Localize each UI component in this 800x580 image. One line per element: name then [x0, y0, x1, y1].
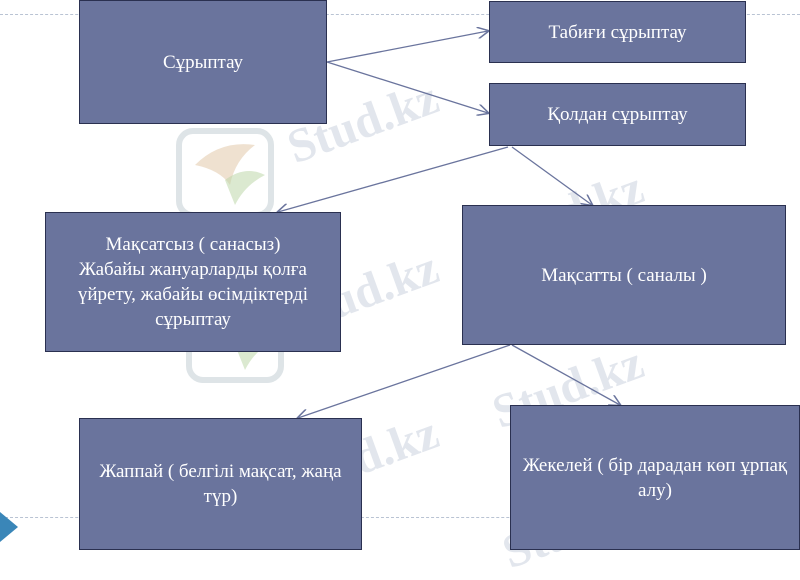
- node-individual: Жекелей ( бір дарадан көп ұрпақ алу): [510, 405, 800, 550]
- dashed-guide-top: [0, 14, 800, 15]
- dashed-guide-bottom: [0, 517, 800, 518]
- connector-layer: [0, 0, 800, 550]
- node-conscious: Мақсатты ( саналы ): [462, 205, 786, 345]
- arrow-to-natural-sorting: [326, 31, 488, 63]
- node-unconscious: Мақсатсыз ( санасыз) Жабайы жануарларды …: [45, 212, 341, 352]
- arrow-to-unconscious: [278, 146, 509, 212]
- arrow-to-individual: [511, 344, 620, 405]
- node-sorting: Сұрыптау: [79, 0, 327, 124]
- arrow-to-mass: [298, 344, 511, 418]
- arrow-to-artificial-sorting: [326, 61, 488, 113]
- node-artificial-sorting: Қолдан сұрыптау: [489, 83, 746, 146]
- node-mass: Жаппай ( белгілі мақсат, жаңа түр): [79, 418, 362, 550]
- node-natural-sorting: Табиғи сұрыптау: [489, 1, 746, 63]
- arrow-to-conscious: [511, 146, 592, 205]
